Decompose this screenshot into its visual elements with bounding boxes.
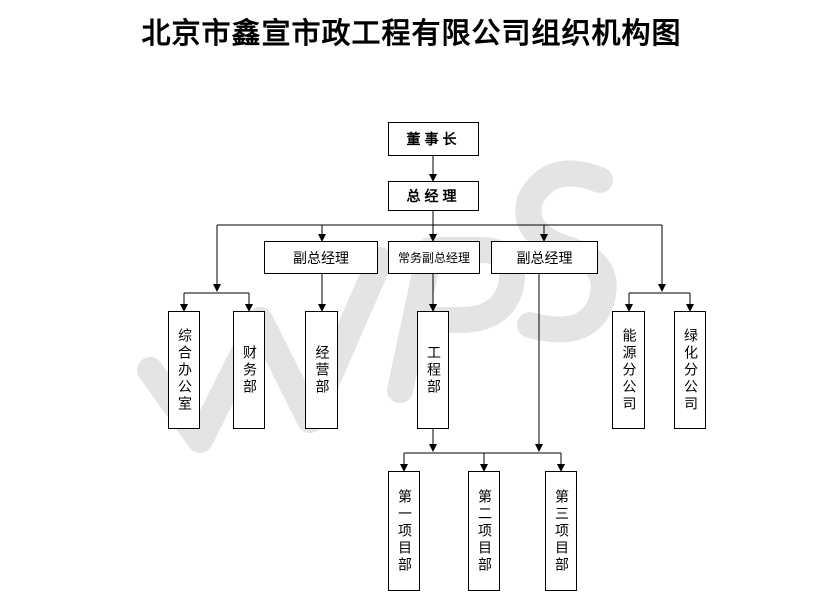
chart-title: 北京市鑫宣市政工程有限公司组织机构图 [141,16,682,50]
node-finance: 财务部 [233,311,265,429]
node-project-2-label: 第二项目部 [476,488,492,574]
node-office-label: 综合办公室 [176,327,192,413]
node-vp-left: 副总经理 [264,241,378,274]
node-exec-vp: 常务副总经理 [388,241,480,274]
node-project-3: 第三项目部 [545,471,577,591]
node-greening-label: 绿化分公司 [682,327,698,413]
node-operations: 经营部 [305,311,338,429]
node-project-1-label: 第一项目部 [396,488,412,574]
node-energy: 能源分公司 [612,311,645,429]
node-energy-label: 能源分公司 [620,327,637,413]
node-general-manager: 总经理 [388,181,479,211]
node-project-3-label: 第三项目部 [553,488,569,574]
node-greening: 绿化分公司 [674,311,706,429]
node-office: 综合办公室 [168,311,200,429]
node-engineering-label: 工程部 [425,344,441,396]
node-engineering: 工程部 [417,311,449,429]
node-operations-label: 经营部 [313,344,330,396]
node-project-2: 第二项目部 [468,471,500,591]
node-project-1: 第一项目部 [388,471,420,591]
node-finance-label: 财务部 [241,344,257,396]
node-chairman: 董事长 [388,122,479,156]
node-vp-right: 副总经理 [491,241,598,274]
